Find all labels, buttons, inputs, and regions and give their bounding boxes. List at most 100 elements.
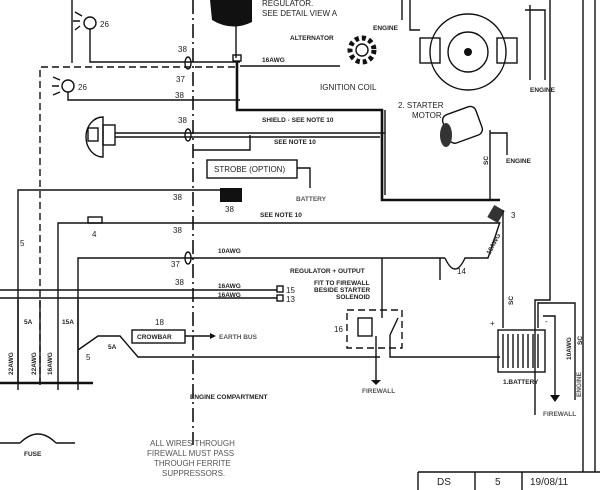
wire: [537, 302, 576, 400]
connector-ref: 38: [173, 226, 182, 235]
ground-label: ENGINE: [506, 158, 532, 165]
alternator-label: ALTERNATOR: [290, 35, 334, 42]
wire: [193, 135, 251, 151]
wire-label: 16AWG: [47, 352, 54, 375]
wire: [0, 289, 277, 299]
starter-label-2: MOTOR: [412, 111, 442, 120]
connector-ref: 38: [178, 45, 187, 54]
note: SEE NOTE 10: [274, 139, 316, 146]
crowbar-label: CROWBAR: [137, 334, 172, 341]
note: SEE NOTE 10: [260, 212, 302, 219]
switch-4-icon: [87, 216, 103, 224]
connector-icon: [232, 54, 242, 62]
main-wire: [235, 61, 500, 202]
ground-label: ENGINE: [373, 25, 399, 32]
ref-lamp-1: 26: [100, 20, 109, 29]
connector-ref: 38: [178, 116, 187, 125]
note: REGULATOR + OUTPUT: [290, 268, 365, 275]
ground-icon: [550, 395, 560, 402]
breaker-rating: 15A: [62, 319, 74, 326]
ignition-coil-label: IGNITION COIL: [320, 83, 377, 92]
wire-label: 22AWG: [31, 352, 38, 375]
firewall-note: FIREWALL MUST PASS: [147, 449, 234, 458]
wire: [57, 222, 500, 390]
regulator-ref: SEE DETAIL VIEW A: [262, 9, 338, 18]
battery-plus: +: [490, 319, 495, 328]
starter-solenoid-icon: [487, 204, 505, 224]
relay-coil-icon: [357, 317, 373, 337]
connector-ref: 38: [175, 91, 184, 100]
fuse-label: FUSE: [24, 451, 42, 458]
engine-compartment-label: ENGINE COMPARTMENT: [190, 394, 268, 401]
wire: [67, 92, 240, 101]
wire: [77, 335, 380, 358]
switch-ref: 5: [20, 239, 25, 248]
solenoid-ref: 3: [511, 211, 516, 220]
connector-ref: 38: [175, 278, 184, 287]
starter-label: 2. STARTER: [398, 101, 444, 110]
wire-label: 16AWG: [218, 283, 241, 290]
ground-label: BATTERY: [296, 196, 327, 203]
regulator-label: REGULATOR.: [262, 0, 313, 8]
wire-label: 10AWG: [566, 337, 573, 360]
terminal-15: [276, 285, 284, 293]
wire: [297, 167, 311, 188]
wire: [489, 130, 508, 200]
wire-label: 16AWG: [262, 57, 285, 64]
terminal-13: [276, 294, 284, 302]
wire-label: 10AWG: [218, 248, 241, 255]
ground-label: ENGINE: [530, 87, 556, 94]
fuse-icon: [0, 433, 75, 444]
wire: [71, 0, 240, 63]
engine-flywheel-icon: [419, 13, 518, 91]
wire: [115, 132, 385, 138]
wire-label: SC: [577, 336, 584, 345]
wire: [17, 300, 79, 383]
wire: [77, 257, 445, 390]
switch-ref: 5: [86, 353, 91, 362]
fuse-14-wire: [444, 221, 501, 270]
note: FIT TO FIREWALL: [314, 280, 370, 287]
wire-label: SC: [508, 296, 515, 305]
terminal-ref: 15: [286, 286, 295, 295]
alternator-icon: [347, 35, 377, 65]
strobe-box: [206, 159, 298, 179]
note: SOLENOID: [336, 294, 370, 301]
drawn-by: DS: [437, 477, 451, 488]
battery-label: 1.BATTERY: [503, 379, 539, 386]
ground-label: FIREWALL: [362, 388, 395, 395]
lamp-icon: [73, 11, 97, 31]
dashed-enclosure: [39, 66, 236, 385]
ground-label: EARTH BUS: [219, 334, 258, 341]
crowbar-ref: 18: [155, 318, 164, 327]
connector-ref: 38: [173, 193, 182, 202]
breaker-rating: 5A: [108, 344, 117, 351]
ferrite-icon: [184, 251, 192, 265]
ref-lamp-2: 26: [78, 83, 87, 92]
strobe-label: STROBE (OPTION): [214, 165, 285, 174]
starter-motor-icon: [440, 105, 484, 147]
firewall-note: SUPPRESSORS.: [162, 469, 225, 478]
sheet-number: 5: [495, 477, 501, 488]
wire-label: 10AWG: [486, 233, 503, 256]
wire: [375, 317, 500, 380]
note: SHIELD - SEE NOTE 10: [262, 117, 334, 124]
relay-ref: 16: [334, 325, 343, 334]
ground-label: ENGINE: [576, 371, 583, 397]
drawing-date: 19/08/11: [530, 477, 569, 488]
wire-label: 16AWG: [218, 292, 241, 299]
wire-label: 22AWG: [8, 352, 15, 375]
wire: [401, 0, 546, 80]
connector-ref: 37: [176, 75, 185, 84]
arrow-icon: [210, 333, 216, 339]
dome-light-icon: [85, 116, 116, 158]
relay-box: [346, 309, 403, 349]
wire-label: SC: [483, 156, 490, 165]
terminal-ref: 13: [286, 295, 295, 304]
ferrite-icon: [184, 56, 192, 70]
firewall-note: ALL WIRES THROUGH: [150, 439, 235, 448]
connector-ref: 37: [171, 260, 180, 269]
regulator-icon: [210, 0, 252, 27]
lamp-icon: [52, 76, 75, 96]
